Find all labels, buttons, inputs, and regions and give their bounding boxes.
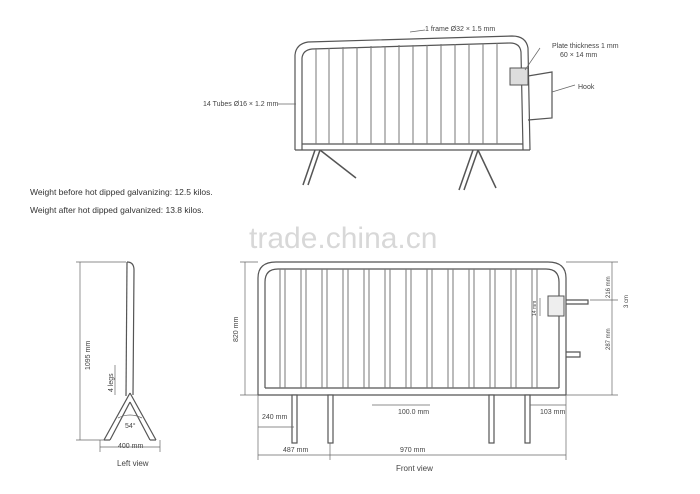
iso-leader-lines xyxy=(278,29,576,105)
iso-hook xyxy=(527,71,553,121)
front-bar-spacing-label: 100.0 mm xyxy=(398,409,429,416)
front-hook-gap-label: 14 mm xyxy=(532,301,538,316)
weight-before-text: Weight before hot dipped galvanizing: 12… xyxy=(30,187,213,197)
front-legs xyxy=(291,394,531,444)
plate-label-line1: Plate thickness 1 mm xyxy=(552,43,619,50)
plate-label-line2: 60 × 14 mm xyxy=(560,52,597,59)
front-right-mid-label: 287 mm xyxy=(606,328,612,350)
front-view-bars xyxy=(279,269,538,388)
hook-label: Hook xyxy=(578,84,595,91)
front-hook-plate xyxy=(547,295,565,317)
tubes-label: 14 Tubes Ø16 × 1.2 mm xyxy=(203,101,278,108)
watermark: trade.china.cn xyxy=(249,222,438,255)
iso-barrier-drawing xyxy=(294,35,531,151)
left-view-caption: Left view xyxy=(117,459,149,468)
front-right-top-label: 216 mm xyxy=(606,276,612,298)
left-view-dimensions xyxy=(76,261,161,452)
frame-label: 1 frame Ø32 × 1.5 mm xyxy=(425,26,495,33)
weight-after-text: Weight after hot dipped galvanized: 13.8… xyxy=(30,205,204,215)
front-dimension-lines xyxy=(240,261,618,460)
front-view-frame xyxy=(257,261,567,396)
left-view-drawing xyxy=(103,261,157,441)
front-left-offset-label: 240 mm xyxy=(262,414,287,421)
front-foot-to-foot-label: 487 mm xyxy=(283,447,308,454)
left-height-label: 1095 mm xyxy=(85,341,92,370)
left-angle-label: 54° xyxy=(125,422,136,430)
front-right-side-label: 3 cm xyxy=(624,295,630,308)
front-hooks xyxy=(566,299,589,358)
front-view-caption: Front view xyxy=(396,464,433,473)
weights-block: Weight before hot dipped galvanizing: 12… xyxy=(30,183,213,219)
left-width-label: 400 mm xyxy=(118,443,143,450)
iso-hook-plate xyxy=(509,67,529,86)
iso-barrier-bars xyxy=(315,43,498,144)
iso-legs xyxy=(302,149,497,191)
front-total-width-label: 970 mm xyxy=(400,447,425,454)
front-right-offset-label: 103 mm xyxy=(540,409,565,416)
front-inner-height-label: 820 mm xyxy=(233,317,240,342)
left-feet-label: 4 legs xyxy=(108,373,115,392)
